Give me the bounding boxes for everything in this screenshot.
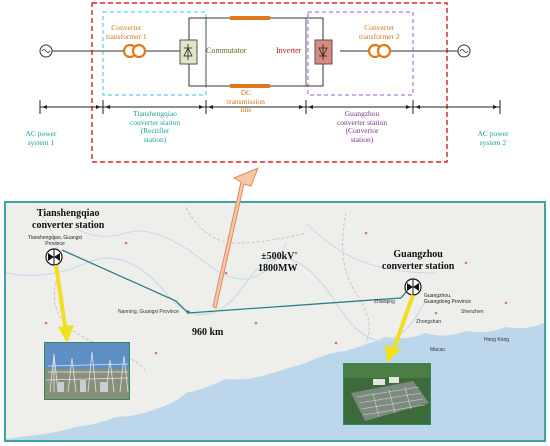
distance-label: 960 km: [192, 327, 224, 338]
waypoint-label: Nanning, Guangxi Province: [118, 309, 179, 315]
transformer-1-icon: [122, 43, 147, 59]
map-graphics: [6, 203, 544, 440]
ac-system-2-label: AC power system 2: [477, 129, 509, 147]
tianshengqiao-photo: [44, 342, 130, 400]
ac-source-2-icon: [457, 44, 471, 58]
city-macao: Macao: [430, 347, 446, 353]
right-station-location: Guangzhou, Guangdong Province: [424, 293, 471, 305]
inverter-valve-icon: [314, 39, 333, 65]
system-dashed-border: [91, 2, 448, 163]
rectifier-valve-icon: [179, 39, 198, 65]
dc-line-bottom-segment: [230, 84, 270, 88]
dc-transmission-label: DC transmission line: [227, 88, 265, 115]
left-station-title: Tianshengqiao converter station: [32, 208, 105, 231]
right-station-icon: [404, 278, 422, 296]
left-station-location: Tianshengqiao, Guangxi Province: [28, 235, 83, 247]
inverter-station-label: Guangzhou converter station (Convertor s…: [336, 109, 388, 144]
link-arrow-icon: [212, 167, 259, 309]
arrow-right-photo: [385, 294, 415, 363]
rectifier-station-box: [102, 11, 207, 96]
commutator-label: Commutator: [206, 46, 247, 55]
rating-label: ±500kV 1800MW: [258, 251, 298, 274]
transformer-2-icon: [367, 43, 392, 59]
map-panel: Tianshengqiao converter station Tianshen…: [4, 201, 546, 442]
arrow-left-photo: [54, 264, 74, 343]
city-zhaoqing: Zhaoqing: [374, 299, 395, 305]
dc-line-top-segment: [230, 16, 270, 20]
inverter-station-box: [307, 11, 414, 96]
ac-source-1-icon: [39, 44, 53, 58]
guangzhou-photo: [343, 363, 431, 425]
left-station-icon: [45, 248, 63, 266]
ac-system-1-label: AC power system 1: [25, 129, 57, 147]
rectifier-station-label: Tianshengqiao converter station (Rectifi…: [129, 109, 181, 144]
city-hongkong: Hong Kong: [484, 337, 510, 343]
inverter-label: Inverter: [276, 46, 302, 55]
transformer-2-label: Converter transformer 2: [359, 23, 400, 41]
right-station-title: Guangzhou converter station: [382, 249, 455, 272]
schematic-graphics: [39, 2, 501, 163]
transformer-1-label: Converter transformer 1: [106, 23, 147, 41]
city-shenzhen: Shenzhen: [461, 309, 484, 315]
city-zhongshan: Zhongshan: [416, 319, 442, 325]
